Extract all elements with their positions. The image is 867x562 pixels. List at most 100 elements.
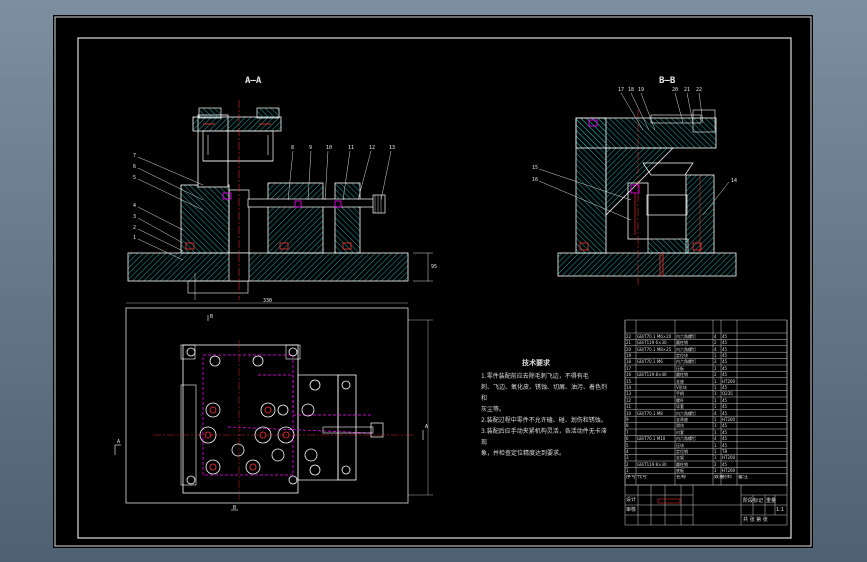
bom-cell: 内六角螺钉: [676, 346, 696, 352]
inner-border: [77, 37, 792, 539]
drawing-canvas: [54, 16, 812, 547]
bom-cell: 45: [722, 353, 728, 358]
bom-cell: 1: [714, 455, 717, 461]
bom-cell: 支架: [676, 455, 684, 461]
bom-cell: 2: [626, 461, 629, 467]
note-line: 2.装配过程中零件不允许磕、碰、划伤和锈蚀。: [481, 417, 607, 424]
leader-label: 6: [133, 164, 137, 170]
bom-cell: 7: [626, 429, 629, 435]
bom-cell: GB/T70.1 M6: [637, 359, 663, 365]
leader-label: 7: [133, 153, 137, 159]
bom-cell: 1: [714, 468, 717, 474]
leader-label: 17: [618, 87, 625, 93]
bom-cell: 5: [626, 442, 629, 448]
bom-cell: 4: [714, 333, 717, 339]
section-b-view: [538, 92, 737, 285]
bom-cell: 底板: [676, 468, 684, 474]
leader-label: 4: [133, 203, 137, 209]
bom-cell: 6: [626, 436, 629, 442]
bom-cell: V形块: [676, 385, 687, 390]
bom-cell: 支座: [676, 378, 684, 384]
bom-cell: 2: [714, 461, 717, 467]
bom-cell: 12: [626, 397, 632, 403]
bom-cell: 内六角螺钉: [676, 333, 696, 339]
bom-cell: 1: [714, 417, 717, 422]
bom-cell: 定位块: [676, 353, 688, 358]
section-a-view: [127, 100, 433, 300]
leader-label: 14: [731, 178, 738, 184]
bom-cell: 13: [626, 391, 632, 397]
bom-cell: 11: [626, 404, 632, 410]
bom-cell: 1: [714, 449, 717, 454]
note-line: 象，并检查定位精度达到要求。: [481, 450, 566, 457]
bom-cell: T8: [722, 449, 727, 454]
bom-cell: 1: [714, 385, 717, 390]
bom-cell: 1: [714, 442, 717, 448]
bom-cell: 45: [722, 333, 728, 339]
bom-cell: 4: [714, 436, 717, 442]
technical-requirements: 技术要求 1.零件装配前应去除毛刺飞边，不得有毛 刺、飞边、氧化皮、锈蚀、切屑、…: [481, 358, 611, 459]
leader-label: 19: [638, 87, 645, 93]
bom-cell: 18: [626, 359, 632, 365]
bom-cell: 45: [722, 346, 728, 352]
leader-label: 16: [532, 177, 539, 183]
bom-cell: 45: [722, 340, 728, 346]
bom-cell: 支承座: [676, 417, 688, 422]
leader-label: 8: [291, 145, 295, 151]
leader-label: 21: [684, 87, 691, 93]
bom-header-cell: 备注: [738, 474, 749, 480]
bom-cell: GB/T119 6×30: [637, 340, 667, 346]
tb-label: 设计: [626, 497, 637, 503]
leader-label: 13: [389, 145, 396, 151]
leader-label: 18: [628, 87, 635, 93]
bom-cell: 内六角螺钉: [676, 436, 696, 442]
outer-border: [54, 16, 812, 547]
dim-overall-width: 330: [263, 298, 273, 304]
bom-cell: 15: [626, 378, 632, 384]
bom-cell: 45: [722, 429, 728, 435]
drawing-sheet[interactable]: A—A B—B 7 6 5 4 3 2 1 8 9 10 11 12 13 17…: [53, 15, 813, 548]
bom-cell: 45: [722, 372, 728, 378]
bom-cell: 8: [626, 423, 629, 429]
dim-height: 95: [431, 264, 438, 270]
bom-cell: 手柄: [676, 391, 684, 397]
bom-cell: GB/T70.1 M10: [637, 436, 666, 442]
notes-title: 技术要求: [522, 359, 550, 367]
bom-cell: 1: [714, 423, 717, 429]
plan-marker-b: B: [210, 314, 214, 320]
bom-cell: 3: [626, 455, 629, 461]
bom-cell: 4: [714, 410, 717, 416]
plan-marker-b: B: [233, 505, 237, 511]
bom-cell: 衬套: [676, 429, 684, 435]
note-line: 刺、飞边、氧化皮、锈蚀、切屑、油污、着色剂和: [481, 384, 608, 402]
bom-cell: 内六角螺钉: [676, 410, 696, 416]
bom-cell: 9: [626, 417, 629, 422]
bom-header-cell: 材料: [722, 474, 733, 480]
bom-cell: 45: [722, 410, 728, 416]
bom-cell: HT200: [722, 378, 736, 384]
bom-cell: 45: [722, 436, 728, 442]
bom-cell: 压块: [676, 442, 684, 448]
bom-cell: 14: [626, 385, 632, 390]
bom-cell: GB/T70.1 M6×20: [637, 333, 672, 339]
bom-cell: GB/T70.1 M8: [637, 410, 663, 416]
bom-cell: GB/T70.1 M8×25: [637, 346, 672, 352]
section-b-title: B—B: [659, 76, 676, 86]
leader-label: 22: [696, 87, 703, 93]
bom-cell: 定位销: [676, 449, 688, 454]
tb-scale: 1:1: [776, 507, 785, 513]
bom-cell: 内六角螺钉: [676, 359, 696, 365]
tb-label: 审核: [626, 507, 637, 513]
bom-cell: 20: [626, 346, 632, 352]
bom-header-cell: 代号: [637, 474, 648, 480]
bom-cell: 1: [714, 429, 717, 435]
leader-label: 11: [348, 145, 355, 151]
bom-cell: 导套: [676, 404, 684, 410]
bom-cell: 1: [714, 404, 717, 410]
plan-marker-a: A: [117, 439, 121, 445]
leader-label: 2: [133, 225, 137, 231]
plan-view: [114, 302, 433, 511]
bom-cell: HT200: [722, 468, 736, 474]
leader-label: 3: [133, 214, 137, 220]
